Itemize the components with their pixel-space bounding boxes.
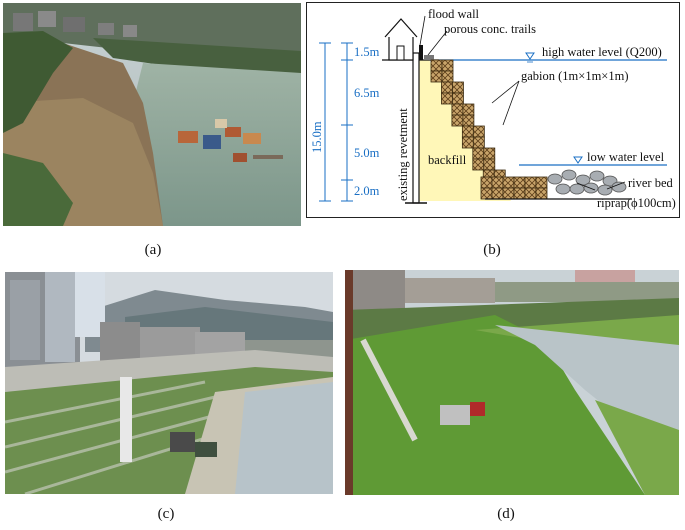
- gabion-block: [441, 81, 453, 94]
- dim-label-3: 5.0m: [354, 146, 380, 160]
- gabion-block: [430, 70, 443, 83]
- gabion-block: [461, 136, 474, 149]
- porous-trail-block: [424, 55, 434, 60]
- existing-revetment-wall: [412, 52, 420, 204]
- gabion-label: gabion (1m×1m×1m): [521, 69, 629, 83]
- gabion-block: [472, 158, 485, 171]
- flood-wall-label: flood wall: [428, 7, 480, 21]
- gabion-block: [472, 136, 485, 149]
- low-water-marker-icon: [573, 156, 583, 164]
- house-icon: [384, 18, 418, 61]
- gabion-block: [441, 59, 454, 72]
- gabion-block: [472, 125, 485, 138]
- existing-revetment-label: existing revetment: [396, 108, 410, 201]
- riprap-stone: [547, 173, 563, 185]
- gabion-block: [472, 147, 485, 160]
- gabion-block: [451, 114, 464, 127]
- gabion-block: [502, 187, 515, 200]
- porous-trails-label: porous conc. trails: [444, 22, 536, 36]
- high-water-marker-icon: [525, 52, 535, 60]
- low-water-label: low water level: [587, 150, 665, 164]
- revetment-diagram: flood wall porous conc. trails high wate…: [306, 2, 680, 218]
- gabion-block: [535, 176, 548, 189]
- riprap-stone: [555, 183, 571, 195]
- gabion-block: [502, 176, 515, 189]
- dim-label-4: 2.0m: [354, 184, 380, 198]
- dim-label-2: 6.5m: [354, 86, 380, 100]
- gabion-block: [524, 176, 537, 189]
- gabion-block: [491, 187, 504, 200]
- riprap-stone: [583, 182, 599, 194]
- gabion-block: [483, 158, 496, 171]
- dim-label-1: 1.5m: [354, 45, 380, 59]
- high-water-label: high water level (Q200): [542, 45, 662, 59]
- gabion-block: [462, 114, 475, 127]
- backfill-label: backfill: [428, 153, 467, 167]
- gabion-block: [441, 70, 454, 83]
- total-height-label: 15.0m: [310, 121, 324, 153]
- gabion-block: [480, 176, 493, 189]
- gabion-block: [524, 187, 537, 200]
- caption-a: (a): [144, 242, 162, 258]
- gabion-block: [441, 92, 453, 105]
- riprap-stone: [561, 169, 577, 181]
- gabion-block: [491, 176, 504, 189]
- gabion-steps: [430, 59, 548, 200]
- riprap-stone: [597, 184, 613, 196]
- riprap-stone: [589, 170, 605, 182]
- gabion-block: [451, 103, 464, 116]
- gabion-block: [461, 125, 474, 138]
- gabion-block: [452, 81, 464, 94]
- flood-wall-post: [419, 45, 423, 60]
- gabion-block: [480, 187, 493, 200]
- photo-a-flood-damage: [3, 3, 301, 226]
- caption-b: (b): [483, 242, 501, 258]
- gabion-block: [483, 147, 496, 160]
- riprap-stones: [547, 169, 627, 196]
- riprap-stone: [611, 181, 627, 193]
- riprap-label: riprap(ϕ100cm): [597, 196, 676, 210]
- gabion-block: [430, 59, 443, 72]
- photo-c-revetment: [5, 272, 333, 494]
- leader-lines: [419, 15, 626, 191]
- gabion-block: [535, 187, 548, 200]
- photo-d-vegetated-bank: [345, 270, 679, 495]
- gabion-block: [513, 187, 526, 200]
- caption-d: (d): [497, 506, 515, 522]
- riprap-stone: [569, 183, 585, 195]
- gabion-block: [462, 103, 475, 116]
- gabion-block: [513, 176, 526, 189]
- river-bed-label: river bed: [628, 176, 674, 190]
- gabion-block: [452, 92, 464, 105]
- dimension-lines: [319, 42, 353, 202]
- caption-c: (c): [157, 506, 175, 522]
